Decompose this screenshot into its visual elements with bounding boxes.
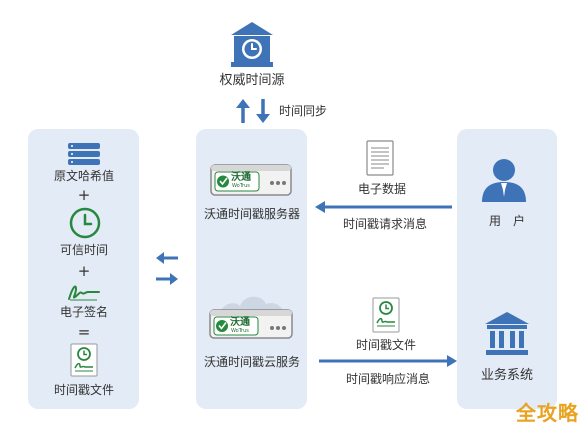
user-icon (481, 157, 527, 203)
user-label: 用 户 (488, 214, 526, 228)
cloud-brand: 沃通 (230, 317, 250, 328)
clock-icon (69, 207, 101, 239)
sync-arrows-icon (234, 98, 274, 124)
timestamp-server-icon (210, 164, 292, 196)
clock-building-icon (228, 20, 276, 68)
hash-stack-icon (68, 143, 100, 165)
response-arrow (318, 353, 458, 367)
request-message-label: 时间戳请求消息 (342, 217, 428, 231)
timestamp-server-label: 沃通时间戳服务器 (203, 207, 301, 221)
timestamp-file-flow-label: 时间戳文件 (355, 338, 417, 352)
electronic-data-label: 电子数据 (357, 182, 407, 196)
response-message-label: 时间戳响应消息 (345, 372, 431, 386)
server-brand-sub: WoTrus (232, 183, 250, 189)
timestamp-cloud-icon (206, 288, 296, 340)
equals-op: = (77, 323, 91, 341)
watermark-logo: 全攻略 (516, 401, 579, 425)
trusted-time-label: 可信时间 (59, 243, 109, 257)
plus-op-1: + (77, 186, 91, 204)
exchange-arrows-icon (155, 250, 179, 286)
bank-building-icon (484, 311, 530, 357)
authority-time-title: 权威时间源 (219, 73, 285, 88)
timestamp-file-icon (70, 343, 98, 377)
timestamp-file-flow-icon (372, 297, 400, 333)
business-system-label: 业务系统 (480, 368, 534, 383)
timestamp-cloud-label: 沃通时间戳云服务 (203, 355, 301, 369)
signature-icon (67, 282, 101, 302)
plus-op-2: + (77, 262, 91, 280)
timestamp-file-label: 时间戳文件 (53, 383, 115, 397)
sync-label: 时间同步 (279, 104, 328, 118)
hash-label: 原文哈希值 (53, 169, 115, 183)
request-arrow (314, 199, 454, 213)
signature-label: 电子签名 (59, 305, 109, 319)
document-icon (366, 140, 394, 176)
server-brand: 沃通 (231, 172, 251, 183)
cloud-brand-sub: WoTrus (231, 328, 249, 334)
